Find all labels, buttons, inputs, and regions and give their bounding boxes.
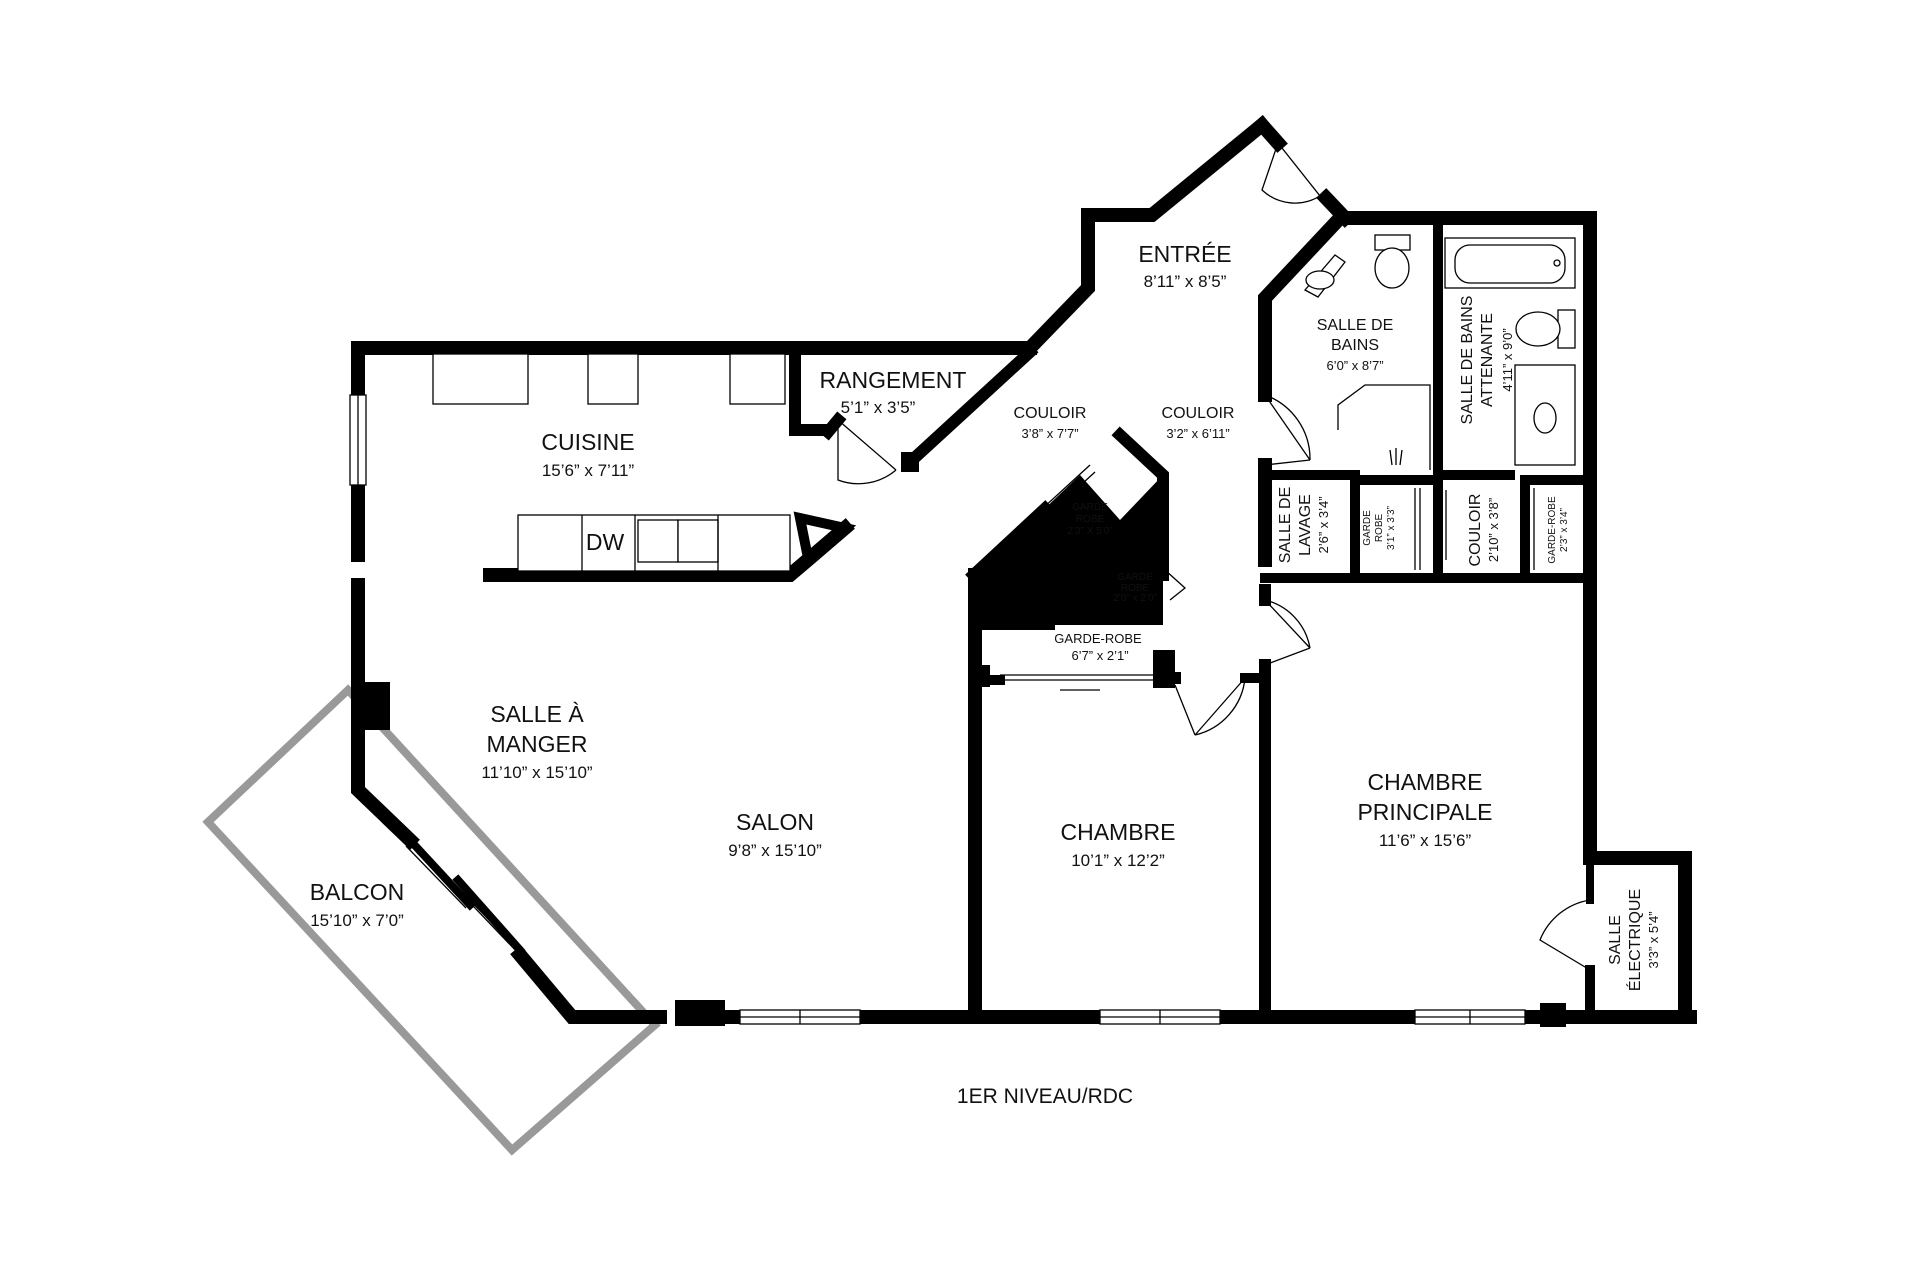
- balcony-outline: [202, 684, 661, 1156]
- bathroom-fixtures: [1303, 234, 1576, 470]
- sdb-att-dim: 4’11” x 9’0”: [1500, 328, 1515, 391]
- gr-b-name-2: ROBE: [1121, 583, 1150, 594]
- principale-name-1: CHAMBRE: [1367, 769, 1482, 795]
- lavage-name-1: SALLE DE: [1277, 487, 1294, 563]
- gr-e-name: GARDE-ROBE: [1054, 631, 1142, 646]
- room-labels: ENTRÉE 8’11” x 8’5” RANGEMENT 5’1” x 3’5…: [310, 241, 1661, 1108]
- dishwasher-label: DW: [586, 529, 625, 555]
- cuisine-name: CUISINE: [541, 429, 634, 455]
- couloir3-dim: 2’10” x 3’8”: [1486, 498, 1501, 562]
- sdb-dim: 6’0” x 8’7”: [1326, 358, 1383, 373]
- balcon-dim: 15’10” x 7’0”: [310, 911, 404, 930]
- gr-a-dim: 2’3” X 5’0”: [1067, 526, 1113, 537]
- couloir3-name: COULOIR: [1467, 494, 1484, 567]
- electrique-name-2: ÉLECTRIQUE: [1625, 889, 1644, 991]
- gr-e-dim: 6’7” x 2’1”: [1071, 648, 1128, 663]
- sdb-att-name-2: ATTENANTE: [1479, 313, 1496, 407]
- entree-name: ENTRÉE: [1138, 241, 1231, 267]
- salon-name: SALON: [736, 809, 814, 835]
- salon-dim: 9’8” x 15’10”: [728, 841, 822, 860]
- rangement-name: RANGEMENT: [820, 367, 967, 393]
- chambre-name: CHAMBRE: [1060, 819, 1175, 845]
- manger-name-1: SALLE À: [490, 701, 584, 727]
- floor-label: 1ER NIVEAU/RDC: [957, 1085, 1133, 1108]
- gr-b-name-1: GARDE: [1117, 572, 1153, 583]
- gr-a-name-2: ROBE: [1076, 514, 1105, 525]
- electrique-dim: 3’3” x 5’4”: [1646, 911, 1661, 968]
- gr-a-name-1b: GARDE: [1072, 502, 1108, 513]
- chambre-dim: 10’1” x 12’2”: [1071, 851, 1165, 870]
- entree-dim: 8’11” x 8’5”: [1144, 272, 1227, 291]
- electrique-name-1: SALLE: [1607, 915, 1624, 965]
- sdb-att-name-1: SALLE DE BAINS: [1459, 296, 1476, 425]
- gr-b-dim: 2’0” x 2’0”: [1113, 593, 1157, 604]
- lavage-dim: 2’6” x 3’4”: [1316, 496, 1331, 553]
- manger-name-2: MANGER: [487, 731, 588, 757]
- rangement-dim: 5’1” x 3’5”: [841, 398, 916, 417]
- kitchen-fixtures: DW: [432, 353, 857, 572]
- gr-d-dim: 2’3” x 3’4”: [1559, 508, 1570, 552]
- manger-dim: 11’10” x 15’10”: [481, 763, 593, 782]
- principale-name-2: PRINCIPALE: [1357, 799, 1492, 825]
- couloir1-dim: 3’8” x 7’7”: [1021, 426, 1078, 441]
- gr-c-name-2: ROBE: [1374, 514, 1385, 543]
- gr-c-dim: 3’1” x 3’3”: [1386, 506, 1397, 550]
- gr-d-name: GARDE-ROBE: [1547, 496, 1558, 564]
- sdb-name-2: BAINS: [1331, 337, 1379, 354]
- openings: [349, 141, 1591, 1025]
- balcon-name: BALCON: [310, 879, 405, 905]
- cuisine-dim: 15’6” x 7’11”: [542, 461, 635, 480]
- lavage-name-2: LAVAGE: [1297, 494, 1314, 556]
- couloir2-dim: 3’2” x 6’11”: [1166, 426, 1229, 441]
- gr-c-name-1: GARDE: [1362, 510, 1373, 546]
- couloir2-name: COULOIR: [1162, 405, 1235, 422]
- principale-dim: 11’6” x 15’6”: [1379, 831, 1472, 850]
- sdb-name-1: SALLE DE: [1317, 317, 1393, 334]
- couloir1-name: COULOIR: [1014, 405, 1087, 422]
